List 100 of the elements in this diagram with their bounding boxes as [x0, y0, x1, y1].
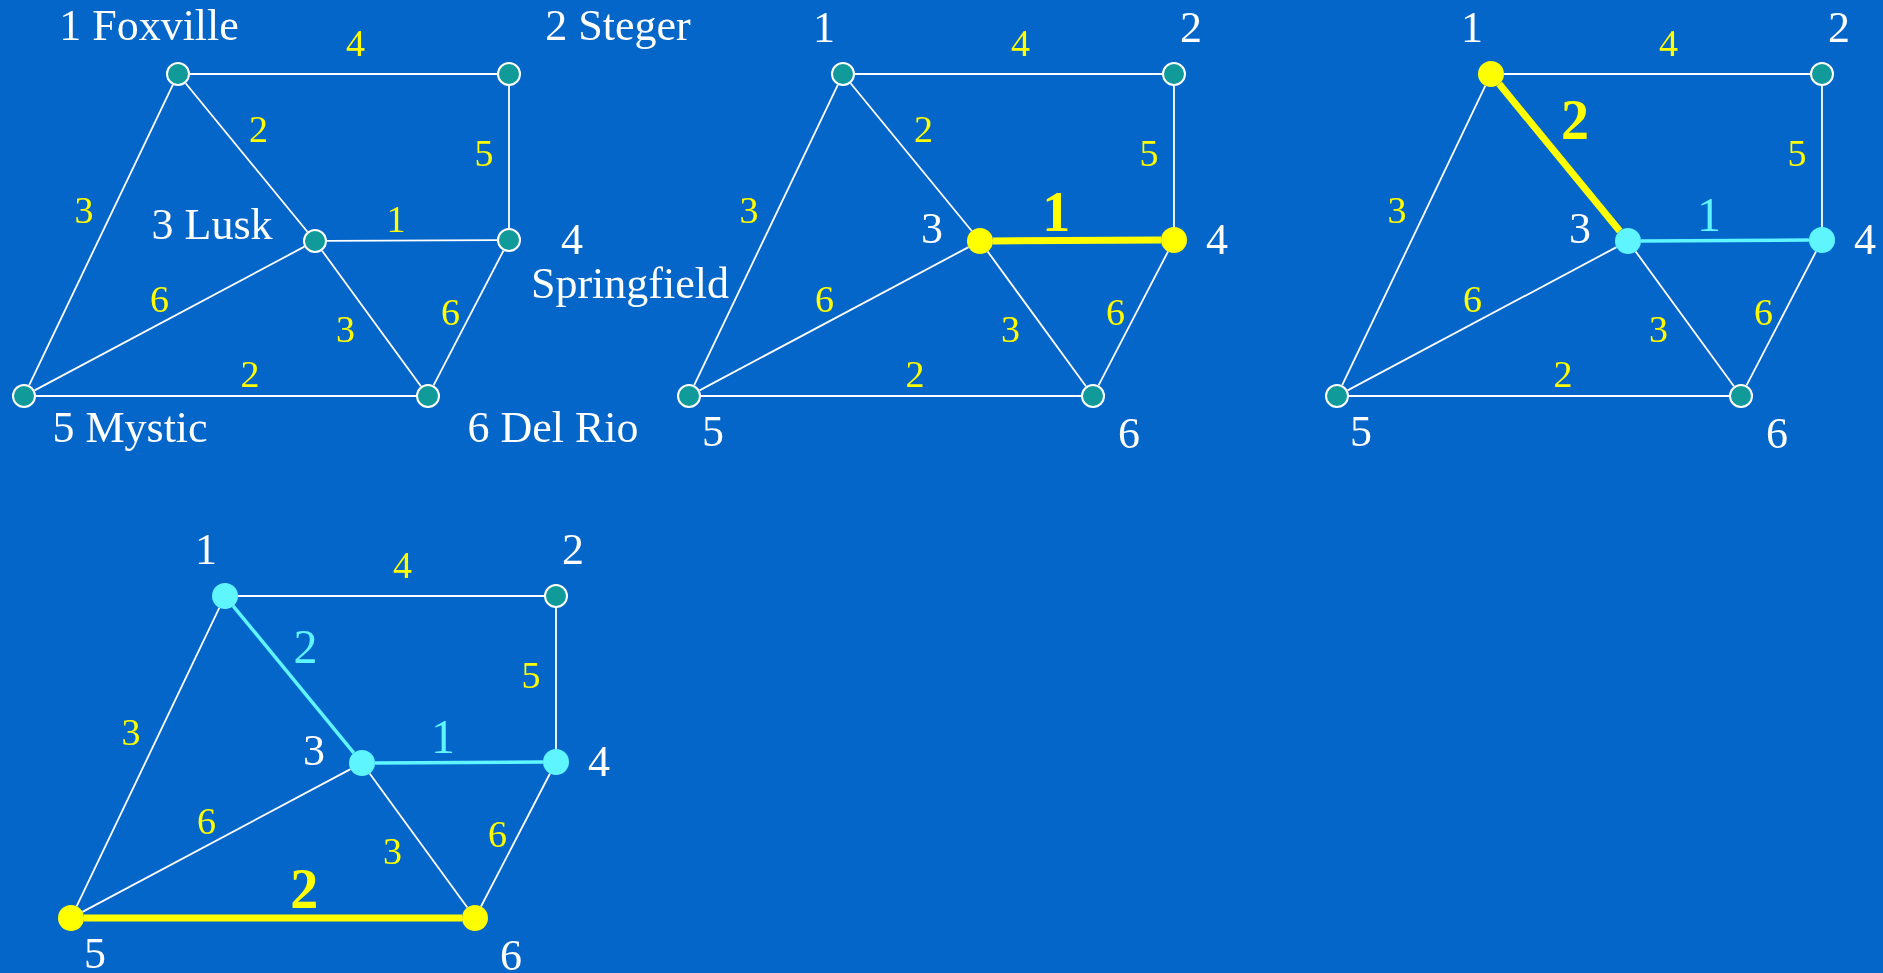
graph-edge — [1346, 246, 1618, 392]
graph-edge — [189, 73, 498, 75]
city-label: 1 Foxville — [59, 4, 239, 48]
selected-city-node — [212, 583, 238, 609]
graph-edge — [1503, 73, 1811, 75]
city-node — [497, 228, 521, 252]
city-node — [497, 62, 521, 86]
city-label: 5 Mystic — [52, 406, 208, 450]
graph-edge — [35, 395, 417, 397]
city-node — [1729, 384, 1753, 408]
city-label: 1 — [1461, 6, 1483, 50]
city-label: 1 — [813, 6, 835, 50]
edge-weight: 2 — [249, 109, 268, 148]
city-label: 2 — [1828, 6, 1850, 50]
graph-edge — [1634, 250, 1735, 388]
edge-weight: 2 — [905, 355, 925, 393]
city-label: 2 Steger — [545, 4, 691, 48]
graph-edge — [28, 83, 174, 387]
edge-weight: 3 — [739, 191, 759, 229]
selected-city-node — [1161, 227, 1187, 253]
city-node — [1325, 384, 1349, 408]
city-node — [677, 384, 701, 408]
edge-weight: 3 — [1649, 309, 1668, 348]
edge-weight: 6 — [441, 293, 460, 331]
selected-city-node — [1478, 61, 1504, 87]
city-label: 6 — [1766, 412, 1788, 456]
selected-city-node — [967, 228, 993, 254]
edge-weight: 1 — [431, 712, 455, 761]
city-label: 3 — [303, 729, 325, 773]
edge-weight: 4 — [1659, 24, 1678, 62]
highlighted-edge — [1496, 81, 1623, 234]
city-label: 4 — [588, 740, 610, 784]
edge-weight: 5 — [1139, 134, 1159, 172]
graph-edge — [184, 82, 309, 233]
edge-weight: 4 — [393, 546, 412, 584]
graph-edge — [81, 768, 352, 913]
city-node — [1081, 384, 1105, 408]
selected-city-node — [349, 750, 375, 776]
graph-edge — [75, 606, 221, 908]
edge-weight: 3 — [383, 831, 402, 870]
graph-edge — [480, 772, 551, 908]
graph-edge — [986, 250, 1087, 388]
city-label: 3 — [1569, 207, 1591, 251]
city-node — [12, 384, 36, 408]
edge-weight: 2 — [914, 109, 933, 148]
city-node — [303, 229, 327, 253]
edge-weight: 3 — [1387, 191, 1407, 229]
city-label: 3 — [921, 207, 943, 251]
graph-edge — [432, 249, 505, 387]
selected-city-node — [1809, 227, 1835, 253]
edge-weight: 1 — [1697, 190, 1721, 239]
city-label: 6 Del Rio — [467, 406, 639, 450]
edge-weight: 5 — [1787, 134, 1807, 172]
graph-edge — [1341, 84, 1487, 387]
edge-weight: 6 — [197, 801, 216, 840]
edge-weight: 2 — [240, 355, 260, 393]
city-node — [831, 62, 855, 86]
city-node — [1810, 62, 1834, 86]
city-label: 4 — [1854, 218, 1876, 262]
selected-city-node — [462, 905, 488, 931]
city-node — [416, 384, 440, 408]
selected-edge — [375, 760, 543, 765]
city-label: 6 — [1118, 412, 1140, 456]
graph-edge — [33, 245, 306, 392]
edge-weight: 3 — [1001, 309, 1020, 348]
graph-edge — [854, 73, 1163, 75]
city-node — [1162, 62, 1186, 86]
graph-edge — [237, 595, 545, 597]
selected-edge — [231, 604, 356, 755]
highlighted-edge — [84, 914, 462, 922]
edge-weight: 1 — [1042, 183, 1071, 240]
edge-weight: 2 — [293, 622, 318, 671]
graph-edge — [693, 83, 839, 387]
selected-city-node — [1615, 228, 1641, 254]
city-label: 2 — [1180, 6, 1202, 50]
graph-edge — [1745, 250, 1817, 387]
city-label: 2 — [562, 528, 584, 572]
selected-edge — [1641, 238, 1809, 243]
graph-edge — [1173, 85, 1175, 228]
graph-edge — [555, 607, 557, 750]
edge-weight: 6 — [1754, 293, 1773, 331]
edge-weight: 1 — [386, 199, 406, 238]
graph-edge — [368, 772, 469, 909]
city-label: 5 — [84, 932, 106, 973]
city-label: 1 — [195, 528, 217, 572]
selected-city-node — [58, 905, 84, 931]
edge-weight: 6 — [1106, 293, 1125, 331]
edge-weight: 6 — [1463, 279, 1482, 318]
edge-weight: 5 — [474, 134, 494, 172]
edge-weight: 6 — [815, 279, 834, 318]
selected-city-node — [543, 749, 569, 775]
city-node — [544, 584, 568, 608]
edge-weight: 6 — [150, 279, 169, 318]
graph-edge — [849, 82, 973, 232]
edge-weight: 3 — [336, 309, 355, 348]
graph-edge — [508, 85, 510, 229]
graph-edge — [1821, 85, 1823, 228]
city-label: 5 — [1350, 410, 1372, 454]
highlighted-edge — [993, 236, 1161, 245]
edge-weight: 3 — [74, 191, 94, 229]
